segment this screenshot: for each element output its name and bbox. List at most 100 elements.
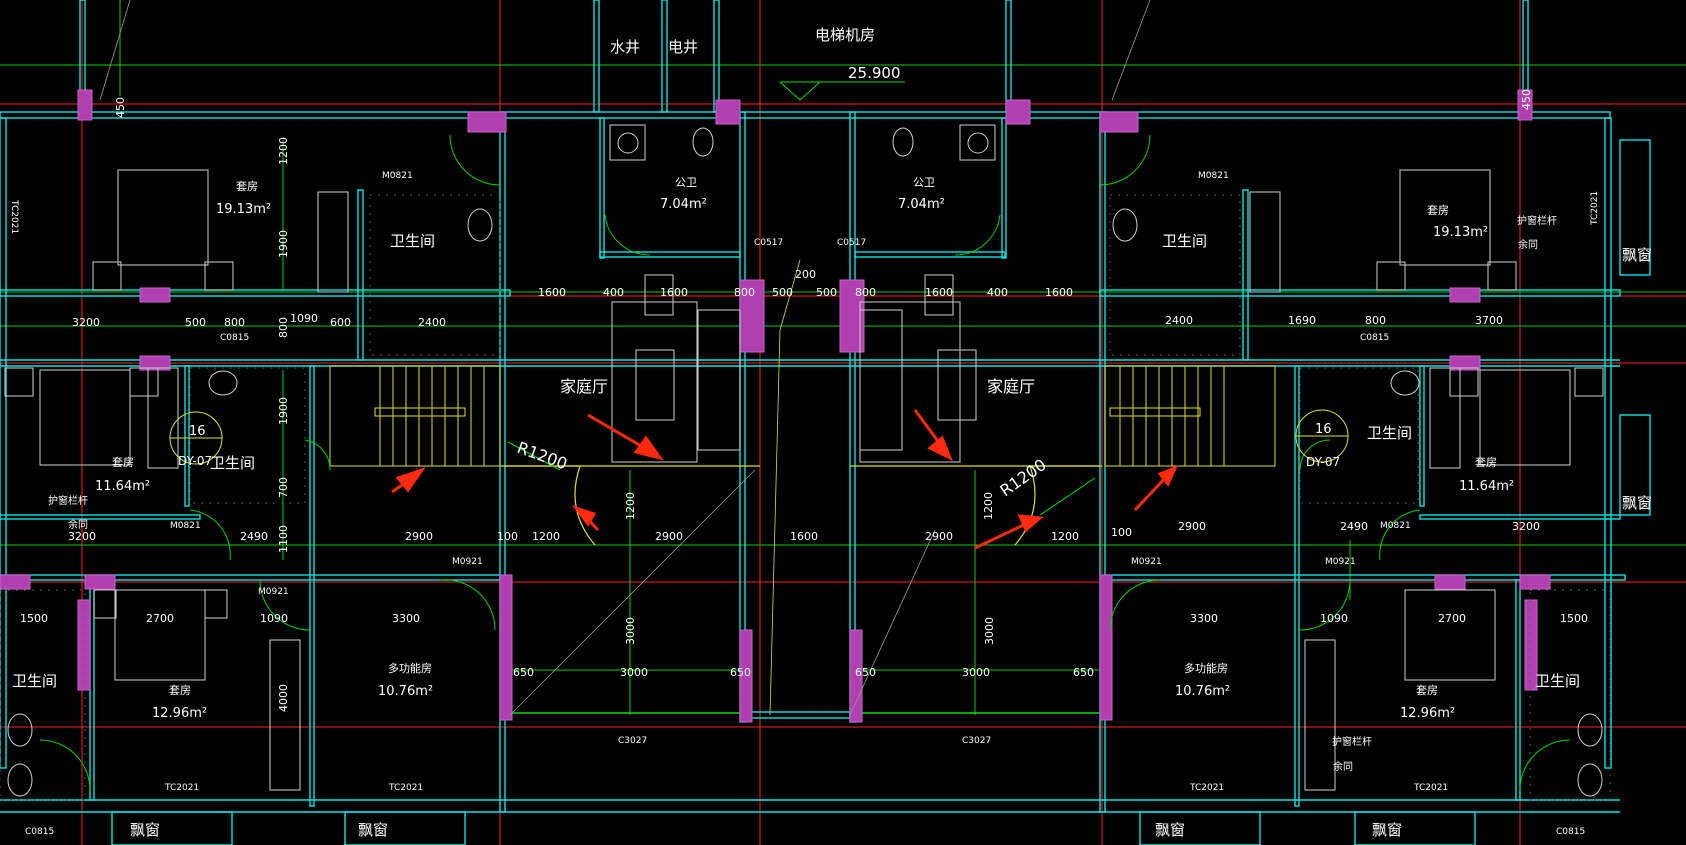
detail-tags: [169, 409, 1349, 465]
dim-100-b: 100: [1111, 526, 1132, 539]
dim-2490-b: 2490: [1340, 520, 1368, 533]
bay-window-1: 飘窗: [130, 821, 160, 839]
dim-1600-e: 1600: [790, 530, 818, 543]
columns: [0, 89, 1551, 723]
bath-bl-label: 卫生间: [12, 672, 57, 690]
tag-c3027-l: C3027: [618, 736, 647, 746]
dim-2490-a: 2490: [240, 530, 268, 543]
dim-1200-v-a: 1200: [624, 492, 637, 520]
dy-tag-left: DY-07: [178, 454, 212, 468]
living-left-label: 家庭厅: [560, 377, 608, 396]
dim-3000-b: 3000: [962, 666, 990, 679]
guardrail-label-3: 护窗栏杆: [1332, 735, 1372, 748]
dim-600: 600: [330, 316, 351, 329]
tag-m0821-r: M0821: [1198, 171, 1229, 181]
dim-1200-b: 1200: [1051, 530, 1079, 543]
dim-200: 200: [795, 268, 816, 281]
dim-3700: 3700: [1475, 314, 1503, 327]
multi-room-right-label: 多功能房: [1184, 661, 1228, 675]
tag-c0815-r: C0815: [1360, 333, 1389, 343]
tag-tc2021-3: TC2021: [1189, 783, 1224, 793]
dim-1500-a: 1500: [20, 612, 48, 625]
bay-window-6: 飘窗: [1622, 494, 1652, 512]
dim-1200-v-b: 1200: [982, 492, 995, 520]
door-window-tags: M0821 M0821 M0821 M0821 M0921 M0921 M092…: [9, 171, 1600, 837]
guardrail-label-1: 护窗栏杆: [48, 494, 88, 507]
dim-400-a: 400: [603, 286, 624, 299]
dim-650-d: 650: [1073, 666, 1094, 679]
dim-800-d: 800: [1365, 314, 1386, 327]
bay-window-2: 飘窗: [358, 821, 388, 839]
dim-1090-c: 1090: [1320, 612, 1348, 625]
dimension-lines: [0, 0, 1686, 715]
tag-m0821-ml: M0821: [170, 521, 201, 531]
dim-3300-b: 3300: [1190, 612, 1218, 625]
dim-3000-v-a: 3000: [624, 617, 637, 645]
dim-800-b: 800: [855, 286, 876, 299]
dim-1200-a: 1200: [532, 530, 560, 543]
dim-2900-d: 2900: [1178, 520, 1206, 533]
bedroom-tl-area: 19.13m²: [216, 202, 271, 217]
annotation-arrows: [391, 409, 1178, 550]
dim-1900-v-b: 1900: [277, 397, 290, 425]
dim-2400-a: 2400: [418, 316, 446, 329]
tag-m0921-br: M0921: [1325, 557, 1356, 567]
tag-c0815-br: C0815: [1556, 827, 1585, 837]
bedroom-ml-label: 套房: [112, 456, 134, 469]
tag-tc2021-6: TC2021: [9, 199, 19, 234]
dim-100-a: 100: [497, 530, 518, 543]
railing-label-3: 余同: [1333, 760, 1353, 773]
bay-window-4: 飘窗: [1372, 821, 1402, 839]
dim-1600-c: 1600: [925, 286, 953, 299]
water-shaft-label: 水井: [610, 38, 640, 56]
bath-hatch: [0, 194, 1611, 801]
dim-500-a: 500: [772, 286, 793, 299]
multi-room-left-label: 多功能房: [388, 661, 432, 675]
dim-1090-b: 1090: [260, 612, 288, 625]
radius-right-label: R1200: [996, 455, 1049, 500]
dim-1200-v-c: 1200: [277, 137, 290, 165]
dim-650-b: 650: [730, 666, 751, 679]
dim-1900-v-a: 1900: [277, 230, 290, 258]
dim-2700-b: 2700: [1438, 612, 1466, 625]
dim-1600-d: 1600: [1045, 286, 1073, 299]
dim-3200-b: 3200: [68, 530, 96, 543]
public-wc-right-area: 7.04m²: [898, 197, 945, 212]
dim-450-v-a: 450: [114, 97, 127, 118]
tag-m0921-r: M0921: [1131, 557, 1162, 567]
tag-m0821-l: M0821: [382, 171, 413, 181]
tag-m0921-l: M0921: [452, 557, 483, 567]
bath-ml-label: 卫生间: [210, 454, 255, 472]
tag-tc2021-4: TC2021: [1413, 783, 1448, 793]
bedroom-tr-label: 套房: [1427, 204, 1449, 217]
tag-m0821-mr: M0821: [1380, 521, 1411, 531]
dim-800-a: 800: [734, 286, 755, 299]
bedroom-bl-area: 12.96m²: [152, 706, 207, 721]
tag-c0517-l: C0517: [754, 238, 783, 248]
entry-arcs: [500, 465, 1102, 546]
dim-2900-a: 2900: [405, 530, 433, 543]
dim-800-c: 800: [224, 316, 245, 329]
guardrail-label-2: 护窗栏杆: [1517, 214, 1557, 227]
bay-window-5: 飘窗: [1622, 246, 1652, 264]
elevation-label: 25.900: [848, 64, 901, 82]
tag-16-left: 16: [189, 424, 206, 439]
tag-tc2021-1: TC2021: [164, 783, 199, 793]
elevation-symbol: [779, 81, 905, 101]
dy-tag-right: DY-07: [1306, 455, 1340, 469]
dim-3000-a: 3000: [620, 666, 648, 679]
furniture: [4, 124, 1604, 797]
public-wc-left-area: 7.04m²: [660, 197, 707, 212]
dim-800-v: 800: [277, 317, 290, 338]
bedroom-tl-label: 套房: [236, 180, 258, 193]
multi-room-right-area: 10.76m²: [1175, 684, 1230, 699]
tag-m0921-bl: M0921: [258, 587, 289, 597]
tag-16-right: 16: [1315, 422, 1332, 437]
dim-1600-a: 1600: [538, 286, 566, 299]
bedroom-br-area: 12.96m²: [1400, 706, 1455, 721]
bedroom-bl-label: 套房: [169, 684, 191, 697]
dim-500-b: 500: [816, 286, 837, 299]
door-swings: [39, 134, 1571, 791]
railing-label-1: 余同: [68, 518, 88, 531]
